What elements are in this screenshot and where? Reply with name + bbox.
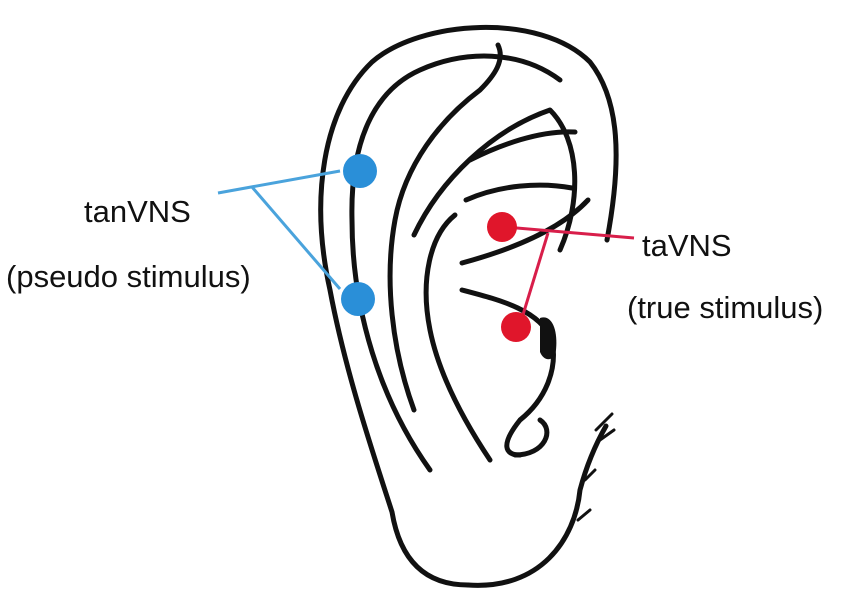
ear-antihelix [387, 42, 503, 413]
ear-hatch [576, 412, 616, 522]
ear-tragus [459, 287, 556, 458]
true-electrode-upper [487, 212, 517, 242]
ear-concha-lower [512, 417, 550, 458]
tavns-label: taVNS [642, 228, 732, 263]
pseudo-stimulus-label: (pseudo stimulus) [6, 259, 251, 294]
true-stimulus-label: (true stimulus) [627, 290, 824, 325]
pseudo-electrode-upper [343, 154, 377, 188]
ear-concha-rim [423, 212, 493, 463]
true-line-main [504, 225, 635, 240]
tanvns-label: tanVNS [84, 194, 191, 229]
ear-concha-line [459, 197, 591, 266]
pseudo-line-branch [250, 186, 342, 290]
ear-crus-lower [463, 182, 575, 203]
ear-antihelix-crus [411, 107, 578, 253]
ear-tragus-notch [540, 317, 557, 360]
true-electrode-lower [501, 312, 531, 342]
ear-outer-helix [318, 25, 619, 588]
pseudo-electrode-lower [341, 282, 375, 316]
ear-crus-helix [467, 129, 578, 163]
true-line-branch [520, 232, 550, 319]
ear-lobe-edge [465, 423, 609, 588]
pseudo-line-main [217, 169, 341, 195]
ear-inner-helix [349, 53, 563, 473]
